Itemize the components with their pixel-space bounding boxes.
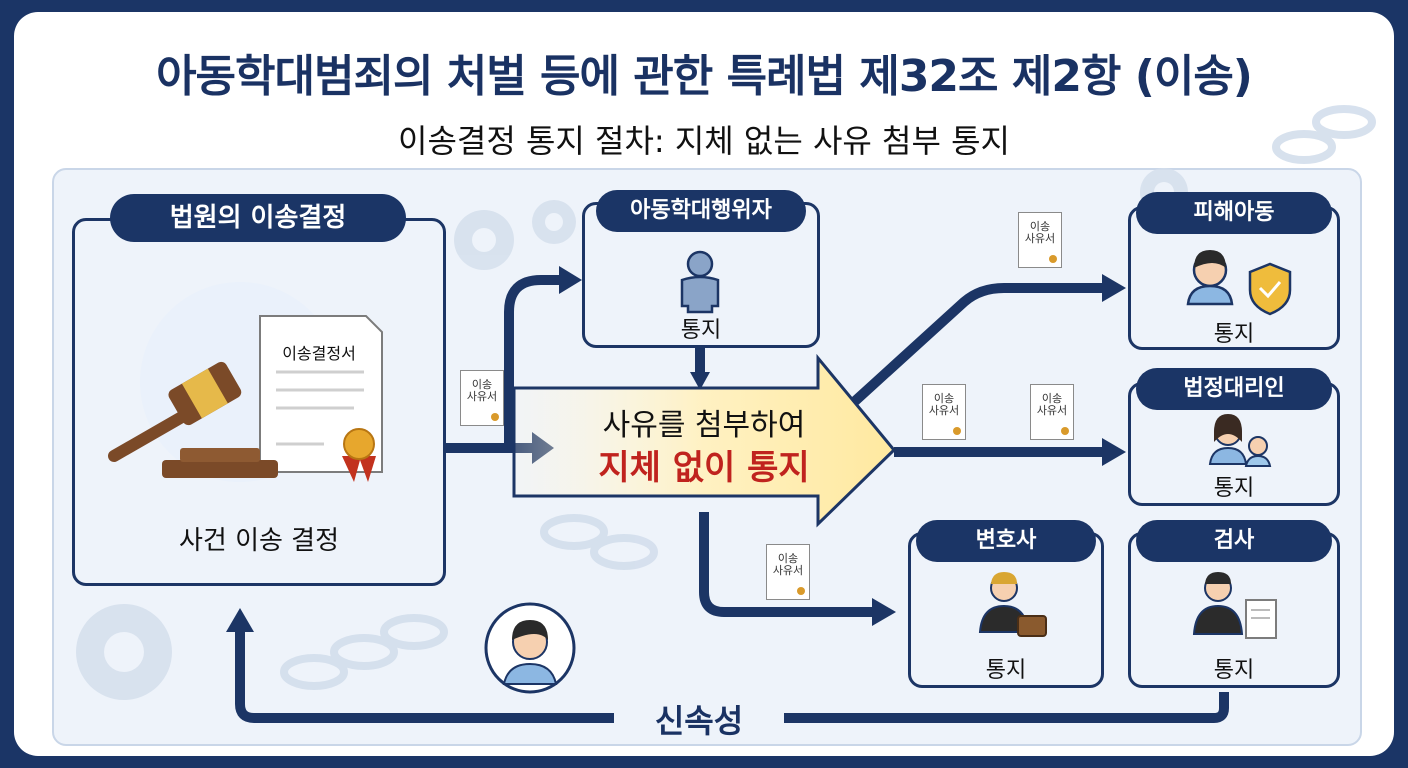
victim-label: 통지 [1213,322,1255,347]
attachment-doc-line2: 사유서 [1036,404,1068,417]
lawyer-label: 통지 [985,658,1027,683]
chain-icon [280,105,1376,690]
notice-arrow [512,353,897,528]
center-text-line2: 지체 없이 통지 [598,448,810,488]
infographic-frame: 아동학대범죄의 처벌 등에 관한 특례법 제32조 제2항 (이송) 이송결정 … [14,12,1394,756]
shield-icon [1248,262,1292,316]
page-title: 아동학대범죄의 처벌 등에 관한 특례법 제32조 제2항 (이송) [156,51,1253,102]
attachment-doc-line1: 이송 [933,392,955,405]
attachment-doc-line2: 사유서 [1024,232,1056,245]
speed-label: 신속성 [614,696,784,742]
gavel-icon [108,361,278,478]
attachment-document: 이송 사유서 [766,544,810,600]
attachment-document: 이송 사유서 [1018,212,1062,268]
prosecutor-label: 통지 [1213,658,1255,683]
victim-header: 피해아동 [1136,192,1332,234]
court-header: 법원의 이송결정 [110,194,406,242]
attachment-doc-line2: 사유서 [466,390,498,403]
prosecutor-icon [1192,572,1277,639]
seal-icon [342,428,376,482]
diagram-graphics [76,105,1376,723]
attachment-doc-line1: 이송 [1041,392,1063,405]
attachment-document: 이송 사유서 [1030,384,1074,440]
avatar-icon [484,602,576,694]
flow-arrows [235,275,1229,723]
legal-rep-label: 통지 [1213,476,1255,501]
legal-rep-header: 법정대리인 [1136,368,1332,410]
person-icon [680,250,720,314]
prosecutor-header: 검사 [1136,520,1332,562]
court-label: 사건 이송 결정 [178,526,340,556]
lawyer-header: 변호사 [916,520,1096,562]
attachment-doc-line2: 사유서 [928,404,960,417]
child-avatar-icon [1186,250,1234,306]
attachment-document: 이송 사유서 [922,384,966,440]
parent-child-icon [1208,414,1272,467]
attachment-doc-line2: 사유서 [772,564,804,577]
lawyer-icon [978,572,1047,637]
offender-label: 통지 [680,318,722,343]
offender-header: 아동학대행위자 [596,190,806,232]
attachment-document: 이송 사유서 [460,370,504,426]
attachment-doc-line1: 이송 [471,378,493,391]
attachment-doc-line1: 이송 [1029,220,1051,233]
center-text-line1: 사유를 첨부하여 [602,408,806,443]
page-subtitle: 이송결정 통지 절차: 지체 없는 사유 첨부 통지 [398,122,1010,160]
document-title: 이송결정서 [282,344,356,363]
attachment-doc-line1: 이송 [777,552,799,565]
